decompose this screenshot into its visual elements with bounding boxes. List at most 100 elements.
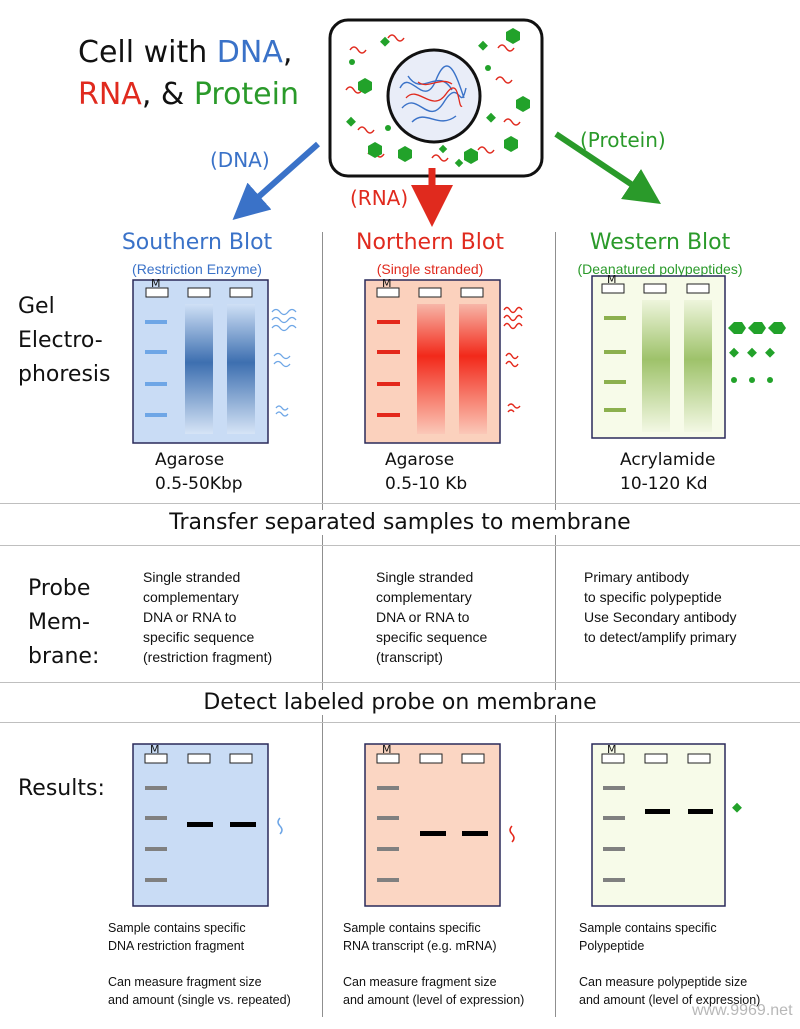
ladder-band [377,816,399,820]
arrows-layer [232,131,661,227]
ladder-band [604,316,626,320]
dna-fragments-icon [271,308,297,417]
row-label-gel: Gel Electro- phoresis [18,294,111,387]
membrane-well [419,753,443,764]
dna-arrow-label: (DNA) [210,148,270,172]
membrane-well [601,753,625,764]
ladder-band [145,320,167,324]
rna-arrow-label: (RNA) [350,186,409,210]
ladder-band [603,878,625,882]
western-membrane [591,743,742,907]
western-blot-subtitle: (Deanatured polypeptides) [577,261,743,277]
southern-result-text: Sample contains specific DNA restriction… [108,921,291,1007]
southern-marker-label: M [151,277,161,290]
detect-step-heading: Detect labeled probe on membrane [0,690,800,715]
gel-lane [185,304,213,434]
southern-membrane-marker-label: M [150,743,160,756]
gel-well [145,287,169,298]
ladder-band [377,350,400,354]
ladder-band [377,786,399,790]
southern-probe-text: Single stranded complementary DNA or RNA… [143,569,273,665]
gel-lane [227,304,255,434]
northern-blot-subtitle: (Single stranded) [376,261,484,277]
northern-probe-text: Single stranded complementary DNA or RNA… [376,569,488,665]
title-line-1: Cell with DNA, [78,35,293,70]
dna-red-strands-icon [405,80,463,107]
dna-arrow-icon [232,141,320,220]
ladder-band [145,847,167,851]
title-rna-word: RNA [78,77,142,112]
gels-layer [132,275,786,444]
gel-well [187,287,211,298]
western-gel [591,275,786,439]
detected-band [688,809,713,814]
gel-well [460,287,484,298]
ladder-band [377,382,400,386]
row-label-probe: Probe Mem- brane: [28,576,100,669]
nucleus-icon [386,48,482,144]
gel-lane [417,304,445,434]
gel-well [686,283,710,294]
ladder-band [604,350,626,354]
detected-band [420,831,446,836]
ladder-band [603,847,625,851]
membrane-well [376,753,400,764]
northern-marker-label: M [382,277,392,290]
divider-detect-top [0,682,800,683]
gel-lane [642,300,670,432]
rna-probe-icon [509,825,515,843]
gel-lane [684,300,712,432]
western-membrane-marker-label: M [607,743,617,756]
southern-membrane [132,743,283,907]
title-protein-word: Protein [193,77,299,112]
southern-blot-title: Southern Blot [121,230,273,255]
dna-probe-icon [277,817,283,835]
ladder-band [377,878,399,882]
detected-band [462,831,488,836]
southern-gel [132,279,297,444]
column-divider-2 [555,232,556,1017]
detected-band [187,822,213,827]
membrane-well [461,753,485,764]
ladder-band [145,878,167,882]
northern-membrane-marker-label: M [382,743,392,756]
ladder-band [603,786,625,790]
antibody-probe-icon [732,802,742,813]
membrane-well [687,753,711,764]
gel-well [418,287,442,298]
gel-well [376,287,400,298]
row-label-results: Results: [18,776,105,801]
title-line-2: RNA, & Protein [78,77,299,112]
western-probe-text: Primary antibody to specific polypeptide… [584,569,737,645]
membrane-well [144,753,168,764]
western-marker-label: M [607,273,617,286]
membranes-layer [132,743,742,907]
membrane-well [229,753,253,764]
ladder-band [145,382,167,386]
membrane-well [644,753,668,764]
southern-gel-info: Agarose 0.5-50Kbp [155,450,243,494]
protein-arrow-icon [554,131,661,204]
ladder-band [145,816,167,820]
watermark: www.9969.net [692,1002,793,1019]
northern-blot-title: Northern Blot [356,230,504,255]
rna-fragments-icon [503,306,523,413]
divider-transfer-top [0,503,800,504]
ladder-band [145,786,167,790]
dna-strands-icon [399,65,467,123]
ladder-band [145,350,167,354]
northern-membrane [364,743,515,907]
membrane-well [187,753,211,764]
title-dna-word: DNA [216,35,283,70]
gel-well [643,283,667,294]
ladder-band [377,847,399,851]
protein-arrow-label: (Protein) [580,128,666,152]
detected-band [230,822,256,827]
southern-blot-subtitle: (Restriction Enzyme) [132,261,262,277]
ladder-band [145,413,167,417]
gel-well [601,283,625,294]
northern-gel [364,279,523,444]
ladder-band [604,380,626,384]
western-result-text: Sample contains specific Polypeptide Can… [579,921,761,1007]
western-gel-info: Acrylamide 10-120 Kd [620,450,716,494]
